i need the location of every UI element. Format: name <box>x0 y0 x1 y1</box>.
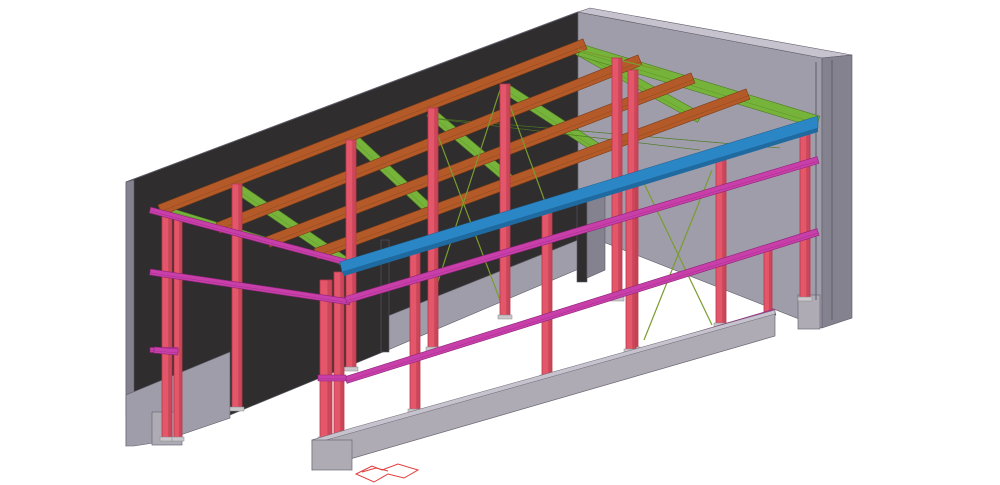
front-foundation <box>311 309 776 471</box>
bracing-rod <box>639 174 713 326</box>
wall-girt <box>153 346 179 356</box>
roof-purlin <box>157 38 588 216</box>
base-plate <box>229 406 245 412</box>
base-plate <box>343 366 359 372</box>
bracing-rod <box>504 91 549 211</box>
base-plate <box>797 296 813 302</box>
eave-beam <box>339 115 819 276</box>
bracing-rod <box>431 119 501 301</box>
wall-girt <box>148 206 347 266</box>
wall-girt <box>317 374 347 382</box>
wall-girt <box>344 156 820 304</box>
bracing-rod <box>431 89 501 301</box>
origin-marker-icon <box>354 463 420 483</box>
base-plate <box>171 436 185 442</box>
base-plate <box>497 314 513 320</box>
